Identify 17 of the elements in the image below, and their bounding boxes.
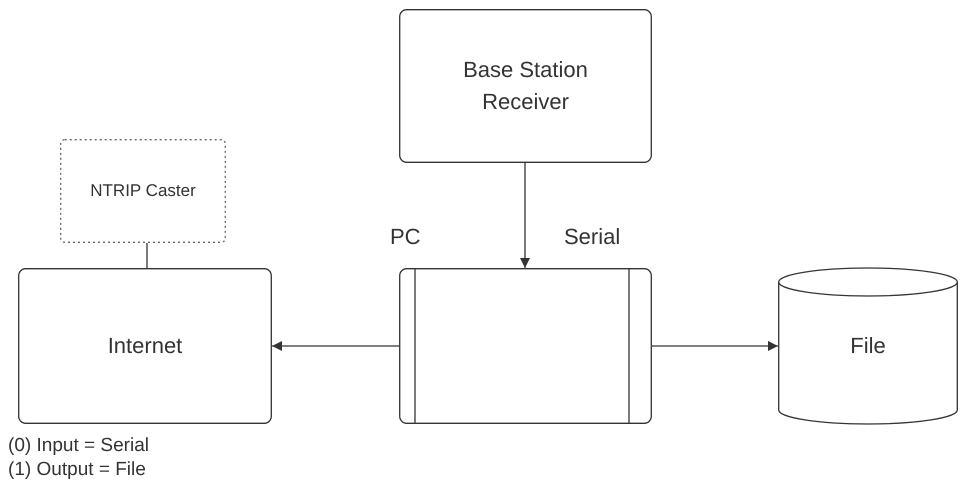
node-label: File [849,332,887,360]
port-label: PC [390,224,421,250]
dotted-box [60,139,226,243]
node-label: Base Station Receiver [462,56,589,116]
process-box [399,268,652,424]
process-box [399,9,652,163]
arrow [272,341,399,351]
database-cylinder [778,268,958,424]
process-box [18,268,272,424]
note-text: (1) Output = File [8,459,146,481]
port-label: Serial [564,224,620,250]
arrow [520,163,530,268]
node-label: Internet [106,332,184,360]
arrow [652,341,778,351]
node-label: NTRIP Caster [89,180,197,202]
note-text: (0) Input = Serial [8,435,149,457]
connector-line [146,243,148,268]
